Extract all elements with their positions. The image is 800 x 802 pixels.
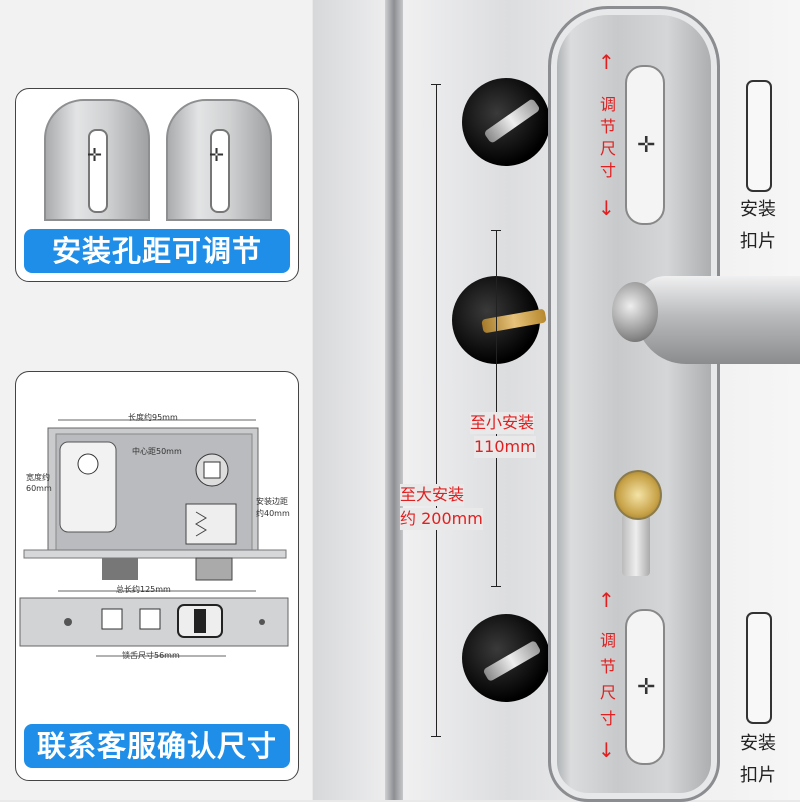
width-label-line2: 60mm bbox=[26, 484, 52, 493]
lower-adjust-slot bbox=[625, 609, 665, 765]
width-label-line1: 宽度约 bbox=[26, 473, 50, 482]
door-handle-lever bbox=[636, 276, 800, 364]
adjust-top-char-1: 调 bbox=[600, 95, 617, 114]
tongue-size-label: 锁舌尺寸56mm bbox=[122, 651, 180, 660]
adjust-bottom-char-3: 尺 bbox=[600, 683, 617, 702]
wall-anchor bbox=[481, 308, 547, 334]
contact-service-banner: 联系客服确认尺寸 bbox=[24, 724, 290, 768]
hole-spacing-banner: 安装孔距可调节 bbox=[24, 229, 290, 273]
mini-plate-right: ✛ bbox=[166, 99, 272, 221]
mounting-tab-bottom-label-line1: 安装 bbox=[740, 733, 776, 754]
adjust-top-char-4: 寸 bbox=[600, 161, 617, 180]
lock-body-diagram bbox=[19, 419, 289, 657]
upper-adjust-slot bbox=[625, 65, 665, 225]
screw-icon: ✛ bbox=[637, 675, 656, 700]
screw-icon: ✛ bbox=[87, 145, 103, 166]
lock-size-card: 长度约95mm 中心距50mm 宽度约 60mm 安装边距 约40mm 总长约1… bbox=[15, 371, 299, 781]
mounting-tab-bottom-label-line2: 扣片 bbox=[740, 765, 776, 786]
total-length-label: 总长约125mm bbox=[116, 585, 171, 594]
mini-plate-left: ✛ bbox=[44, 99, 150, 221]
center-distance-label: 中心距50mm bbox=[132, 447, 182, 456]
max-install-label-line1: 至大安装 bbox=[400, 484, 465, 506]
lock-cylinder-icon bbox=[614, 470, 662, 520]
mini-slot bbox=[210, 129, 230, 213]
min-install-label-line1: 至小安装 bbox=[470, 412, 535, 434]
handle-back-plate: ✛ ✛ bbox=[548, 6, 720, 802]
up-arrow-icon: ↑ bbox=[598, 50, 615, 74]
wall-anchor bbox=[482, 639, 542, 683]
wall-anchor bbox=[483, 98, 541, 144]
mini-slot bbox=[88, 129, 108, 213]
adjust-bottom-char-1: 调 bbox=[600, 631, 617, 650]
max-distance-tick bbox=[431, 84, 441, 85]
door-edge bbox=[385, 0, 403, 800]
length-label: 长度约95mm bbox=[128, 413, 178, 422]
down-arrow-icon: ↓ bbox=[598, 196, 615, 220]
anchor-hole-top bbox=[462, 78, 550, 166]
mounting-tab-top bbox=[746, 80, 772, 192]
adjust-bottom-char-2: 节 bbox=[600, 657, 617, 676]
edge-distance-label-line2: 约40mm bbox=[256, 509, 290, 518]
screw-icon: ✛ bbox=[209, 145, 225, 166]
mounting-tab-bottom bbox=[746, 612, 772, 724]
hole-spacing-card: ✛ ✛ 安装孔距可调节 bbox=[15, 88, 299, 282]
min-distance-line bbox=[496, 230, 497, 586]
mounting-tab-top-label-line1: 安装 bbox=[740, 199, 776, 220]
anchor-hole-bottom bbox=[462, 614, 550, 702]
screw-icon: ✛ bbox=[637, 133, 656, 158]
adjust-top-char-2: 节 bbox=[600, 117, 617, 136]
down-arrow-icon: ↓ bbox=[598, 738, 615, 762]
edge-distance-label-line1: 安装边距 bbox=[256, 497, 288, 506]
mounting-tab-top-label-line2: 扣片 bbox=[740, 231, 776, 252]
adjust-top-char-3: 尺 bbox=[600, 139, 617, 158]
min-install-label-line2: 110mm bbox=[474, 436, 536, 458]
max-distance-tick bbox=[431, 736, 441, 737]
door-handle-rose bbox=[612, 282, 658, 342]
max-distance-line bbox=[436, 84, 437, 736]
min-distance-tick bbox=[491, 230, 501, 231]
adjust-bottom-char-4: 寸 bbox=[600, 709, 617, 728]
up-arrow-icon: ↑ bbox=[598, 588, 615, 612]
max-install-label-line2: 约 200mm bbox=[400, 508, 483, 530]
left-column: ✛ ✛ 安装孔距可调节 bbox=[0, 0, 312, 800]
min-distance-tick bbox=[491, 586, 501, 587]
lock-cylinder-body bbox=[622, 514, 650, 576]
